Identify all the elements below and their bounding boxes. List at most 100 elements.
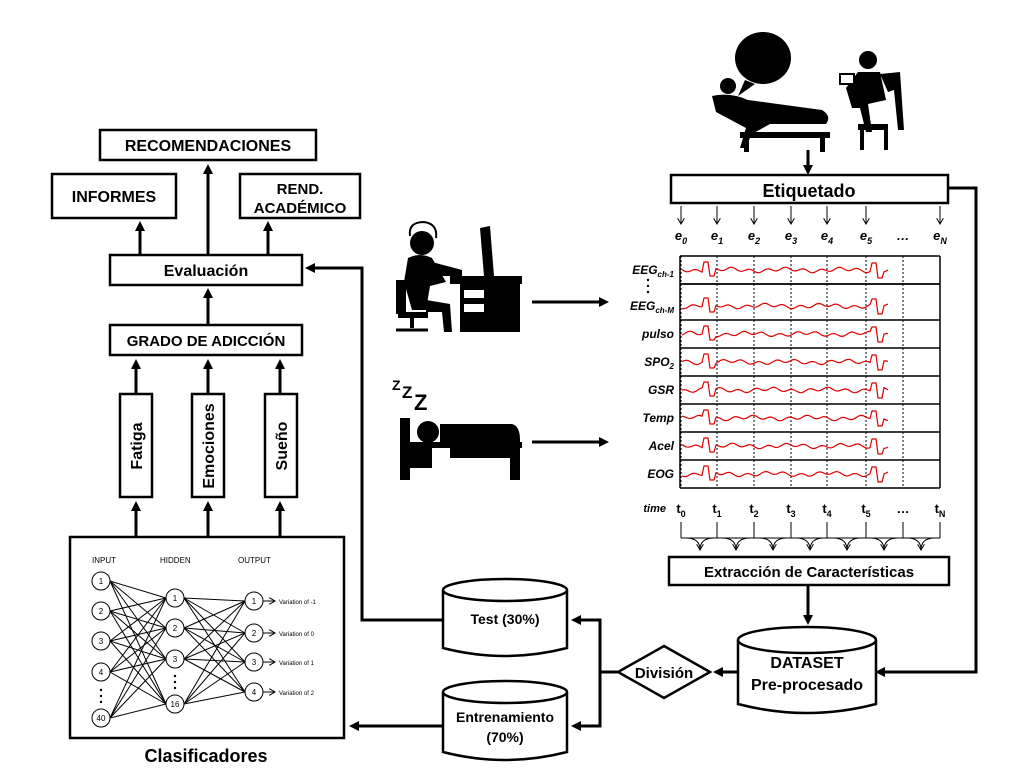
input-node: 40	[91, 708, 111, 728]
division-label: División	[635, 665, 693, 682]
dataset-cylinder	[736, 625, 878, 715]
time-tick: tN	[935, 501, 946, 519]
hidden-node-label: 2	[173, 624, 178, 633]
neural-network-nodes: 1 2 3 4 40 1 2 3 16 1 2 3 4 Variation of -1 Variation …	[91, 571, 317, 728]
informes-box	[50, 172, 178, 220]
arrow-division-test	[571, 615, 618, 674]
evaluacion-box	[108, 253, 304, 287]
event-labels: e0 e1 e2 e3 e4 e5 … eN	[675, 228, 947, 246]
fatiga-box	[118, 392, 154, 499]
event-label: eN	[933, 228, 947, 246]
hidden-node-label: 1	[173, 594, 178, 603]
dataset-label-line2: Pre-procesado	[751, 677, 863, 694]
hidden-node: 2	[165, 618, 185, 638]
evaluacion-label: Evaluación	[164, 263, 248, 280]
channel-label: pulso	[641, 327, 674, 341]
arrow-etiquetado-dataset	[875, 186, 978, 677]
nn-header-output: OUTPUT	[238, 556, 271, 565]
input-node-label: 2	[99, 607, 104, 616]
therapist-icon	[712, 32, 904, 152]
desk-worker-icon	[396, 220, 522, 332]
time-tick: t4	[822, 501, 831, 519]
neural-network-edges	[109, 580, 246, 719]
event-label: e2	[748, 228, 760, 246]
channel-label: GSR	[648, 383, 674, 397]
output-variation-label: Variation of 1	[279, 661, 315, 667]
nn-header-hidden: HIDDEN	[160, 556, 191, 565]
dataset-label-line1: DATASET	[770, 655, 843, 672]
event-label: e5	[860, 228, 873, 246]
event-label: e4	[821, 228, 833, 246]
arrow-division-train	[571, 672, 602, 731]
recomendaciones-label: RECOMENDACIONES	[125, 138, 292, 155]
test-cylinder	[441, 577, 569, 658]
time-tick: t1	[712, 501, 721, 519]
sueno-label: Sueño	[274, 421, 291, 470]
input-node-label: 1	[99, 577, 104, 586]
input-node-label: 3	[99, 637, 104, 646]
svg-text:Z: Z	[392, 377, 401, 393]
recomendaciones-box	[98, 128, 318, 162]
svg-text:Z: Z	[402, 383, 412, 402]
test-label: Test (30%)	[471, 611, 540, 627]
hidden-node-label: 16	[171, 700, 180, 709]
emociones-box	[190, 392, 226, 499]
channel-label: EEGch-M	[630, 299, 674, 315]
time-tick: t0	[676, 501, 685, 519]
hidden-node: 3	[165, 649, 185, 669]
division-diamond	[615, 644, 713, 700]
input-node-label: 40	[97, 714, 106, 723]
time-axis-label: time	[643, 503, 666, 515]
output-node-label: 1	[252, 597, 257, 606]
event-arrows	[681, 206, 940, 224]
output-variation-label: Variation of 2	[279, 691, 315, 697]
informes-label: INFORMES	[72, 189, 157, 206]
output-node: 3	[244, 652, 264, 672]
emociones-label: Emociones	[201, 403, 218, 488]
time-tick: t3	[786, 501, 795, 519]
grado-label: GRADO DE ADICCIÓN	[127, 332, 286, 350]
channel-label: SPO2	[644, 355, 674, 371]
channel-label: Temp	[642, 411, 674, 425]
output-node: 4	[244, 682, 264, 702]
time-tick: …	[897, 501, 910, 516]
input-node: 2	[91, 601, 111, 621]
output-node-label: 2	[252, 629, 257, 638]
channel-label: EEGch-1	[632, 263, 674, 279]
sleeping-person-icon: Z Z Z	[392, 377, 522, 480]
rend-label-line1: REND.	[277, 181, 324, 198]
output-node: 1	[244, 591, 264, 611]
rend-academico-box	[238, 172, 362, 220]
output-variation-label: Variation of -1	[279, 600, 317, 606]
train-label-line2: (70%)	[486, 729, 523, 745]
output-node-label: 4	[252, 688, 257, 697]
nn-header-input: INPUT	[92, 556, 116, 565]
merge-arrows	[680, 522, 941, 550]
clasificadores-label: Clasificadores	[144, 746, 267, 766]
grado-box	[108, 323, 304, 357]
event-label: e0	[675, 228, 687, 246]
event-label: e1	[711, 228, 723, 246]
input-node: 4	[91, 662, 111, 682]
svg-text:Z: Z	[414, 390, 427, 415]
etiquetado-label: Etiquetado	[763, 181, 856, 201]
rend-label-line2: ACADÉMICO	[254, 200, 347, 217]
output-node: 2	[244, 623, 264, 643]
sueno-box	[263, 392, 299, 499]
hidden-node: 1	[165, 588, 185, 608]
fatiga-label: Fatiga	[129, 422, 146, 469]
output-variation-label: Variation of 0	[279, 632, 315, 638]
input-node-label: 4	[99, 668, 104, 677]
output-node-label: 3	[252, 658, 257, 667]
input-node: 1	[91, 571, 111, 591]
time-tick: t2	[749, 501, 758, 519]
hidden-node-label: 3	[173, 655, 178, 664]
channel-label: EOG	[647, 467, 674, 481]
train-label-line1: Entrenamiento	[456, 709, 554, 725]
input-node: 3	[91, 631, 111, 651]
event-label: …	[897, 228, 910, 243]
event-label: e3	[785, 228, 797, 246]
